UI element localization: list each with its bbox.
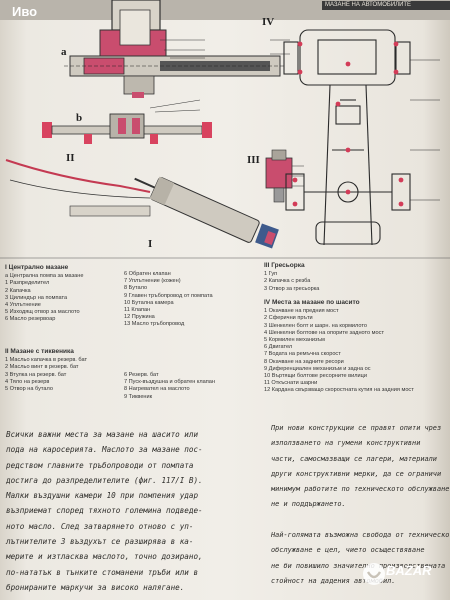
site-logo: Иво (12, 4, 38, 19)
text-line: обслужване е цел, чието осъществяване (271, 546, 425, 555)
text-line: използването на гумени конструктивни (271, 439, 421, 448)
text-line: по-нататък в тънките стоманени тръби или… (6, 567, 199, 577)
text-line: Най-голямата възможна свобода от техниче… (271, 531, 450, 540)
legend-item: 6 Резерв. бат (124, 372, 159, 378)
text-line: Всички важни места за мазане на шасито и… (6, 430, 199, 439)
text-line: бронираните маркучи за високо налягане. (6, 582, 185, 592)
legend-item: 9 Диференциален механизъм и задна ос (264, 365, 371, 372)
text-line: не и поддържането. (271, 500, 346, 509)
legend-item: 4 Тяло на резерв (5, 378, 50, 385)
legend-item: 2 Масльо винт в резерв. бат (5, 364, 79, 371)
text-line: лътнителите 3 въздухът се разширява в ка… (6, 537, 194, 547)
text-line: минимум работите по техническото обслужв… (271, 485, 450, 494)
legend-heading: IV Места за мазане по шасито (264, 299, 360, 306)
figure-chassis (270, 29, 440, 246)
legend-item: 4 Уплътнение (5, 302, 41, 309)
body-paragraph-right: При нови конструкции се правят опити чре… (271, 424, 449, 592)
legend-item: 11 Клапан (124, 307, 151, 314)
legend-item: 2 Капачка (5, 287, 31, 294)
figure-label-a: а (61, 46, 67, 58)
text-line: пода на каросерията. Маслото за мазане п… (6, 445, 203, 455)
legend-item: 9 Главен тръбопровод от помпата (124, 292, 213, 299)
legend-heading: I Централно мазане (5, 264, 69, 271)
legend-item: 1 Гуп (264, 271, 278, 278)
legend-item: 12 Пружина (124, 314, 155, 321)
figure-label-b: b (76, 112, 83, 124)
figure-grease-gun (5, 159, 279, 249)
figure-label-I: I (148, 238, 153, 250)
text-line: При нови конструкции се правят опити чре… (271, 424, 442, 432)
figure-grease-nipple (265, 149, 304, 203)
legend-item: 1 Масльо капачка в резерв. бат (5, 357, 88, 364)
chassis-lube-points (292, 41, 404, 207)
bazar-watermark: BAZAR (360, 554, 440, 594)
text-line: не би повишило значително производствена… (271, 561, 446, 570)
text-line: възприемат според тяхното големина подве… (6, 506, 203, 516)
legend-grease-gun-2: 6 Резерв. бат 7 Пуск-въздушна и обратен … (124, 372, 252, 401)
legend-item: а Централна помпа за мазане (5, 273, 84, 280)
figure-distributor (42, 99, 212, 144)
legend-item: 3 Отвор за гресьорка (264, 285, 320, 292)
watermark-text: BAZAR (386, 563, 432, 578)
figure-label-III: III (247, 154, 260, 166)
legend-item: 10 Бутална камера (124, 299, 174, 306)
page-header: МАЗАНЕ НА АВТОМОБИЛИТЕ (322, 1, 450, 10)
legend-item: 5 Изходящ отвор за маслото (5, 309, 80, 316)
figure-label-II: II (66, 152, 75, 164)
legend-item: 10 Въртящи болтове ресорните вилици (264, 373, 367, 380)
legend-item: 6 Масло резервоар (5, 316, 56, 323)
legend-item: 13 Масло тръбопровод (124, 321, 185, 328)
technical-figures (0, 0, 450, 259)
figure-central-pump (64, 0, 285, 98)
text-line: мерите и изтласква маслото, точно дозира… (6, 552, 203, 562)
text-line: стойност на дадения автомобил. (271, 576, 396, 585)
legend-central-lubrication-2: 6 Обратен клапан 7 Уплътнение (кожен) 8 … (124, 271, 252, 329)
legend-item: 2 Капачка с резба (264, 278, 311, 285)
legend-grease-gun: II Мазане с тиквеника 1 Масльо капачка в… (5, 348, 123, 393)
legend-item: 7 Водата на ремъчна скорост (264, 351, 341, 358)
text-line: достига до разпределителите (фиг. 117/I … (6, 475, 203, 485)
text-line (271, 516, 449, 531)
legend-item: 6 Обратен клапан (124, 271, 171, 277)
legend-item: 3 Шенкелен болт и шарн. на кормилото (264, 322, 367, 329)
text-line: други конструктивни мерки, да се огранич… (271, 469, 442, 478)
legend-item: 5 Отвор на бутало (5, 386, 53, 393)
legend-item: 8 Окачване на задните ресори (264, 358, 344, 365)
legend-item: 9 Тиквеник (124, 393, 153, 400)
legend-chassis-points: IV Места за мазане по шасито 1 Окачване … (264, 299, 446, 395)
legend-item: 1 Окачване на предния мост (264, 308, 339, 315)
legend-item: 8 Бутало (124, 285, 148, 292)
text-line: редством главните тръбопроводи от помпат… (6, 460, 194, 470)
legend-item: 12 Кардана свързващо скоростната кутия н… (264, 387, 414, 394)
legend-item: 8 Нагревател на маслото (124, 386, 190, 393)
legend-item: 4 Шенкелни болтове на опорите задното мо… (264, 329, 384, 336)
legend-heading: II Мазане с тиквеника (5, 348, 74, 355)
legend-item: 7 Пуск-въздушна и обратен клапан (124, 379, 216, 386)
legend-item: 5 Кормилен механизъм (264, 337, 325, 344)
legend-item: 6 Двигател (264, 344, 293, 351)
legend-heading: III Гресьорка (264, 262, 305, 269)
figure-label-IV: IV (262, 16, 275, 28)
text-line: Малки въздушни камери 10 при помпения уд… (6, 491, 199, 501)
legend-item: 3 Втулка на резерв. бат (5, 371, 67, 378)
text-line: ното масло. След затварянето отново с уп… (6, 521, 194, 531)
legend-item: 2 Сферични пръти (264, 315, 313, 322)
body-paragraph-left: Всички важни места за мазане на шасито и… (6, 430, 203, 598)
bazar-logo-icon (363, 563, 385, 585)
legend-item: 7 Уплътнение (кожен) (124, 278, 181, 285)
legend-item: 1 Разпределител (5, 280, 50, 287)
legend-grease-nipple: III Гресьорка 1 Гуп 2 Капачка с резба 3 … (264, 262, 444, 293)
legend-item: 11 Откъснати шарни (264, 380, 318, 387)
legend-item: 3 Цилиндър на помпата (5, 294, 68, 301)
text-line: части, самосмазващи се лагери, материали (271, 454, 437, 463)
legend-central-lubrication: I Централно мазане а Централна помпа за … (5, 264, 123, 324)
